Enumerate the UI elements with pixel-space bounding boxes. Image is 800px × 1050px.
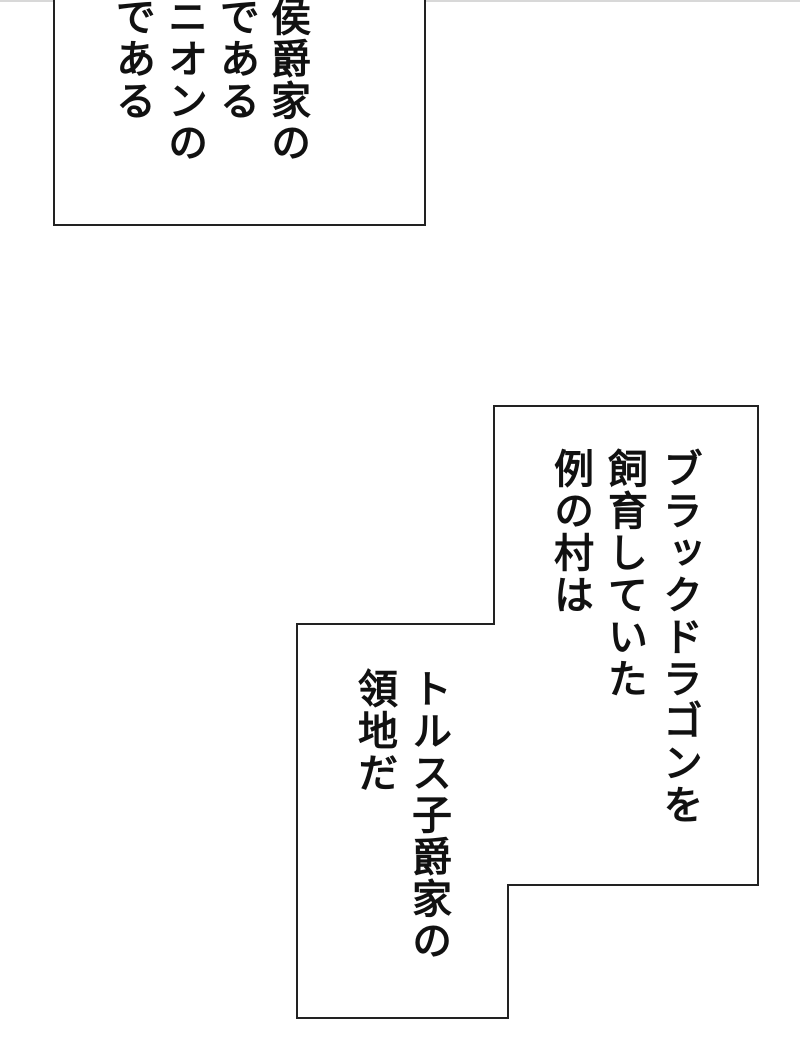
lower-caption-line-2: 飼育していた: [601, 448, 647, 700]
lower-caption-line-3: 例の村は: [547, 448, 593, 616]
upper-caption-line-1: 侯爵家の: [264, 0, 310, 164]
upper-caption-line-3: ニオンの: [161, 0, 207, 164]
upper-caption-line-4: である: [109, 0, 155, 122]
lower-caption-line-5: 領地だ: [351, 668, 397, 794]
upper-caption-line-2: である: [213, 0, 259, 122]
lower-caption-line-4: トルス子爵家の: [405, 668, 451, 962]
upper-caption-box: [53, 0, 426, 226]
lower-caption-line-1: ブラックドラゴンを: [656, 448, 702, 826]
lower-caption-box: [296, 405, 759, 1019]
